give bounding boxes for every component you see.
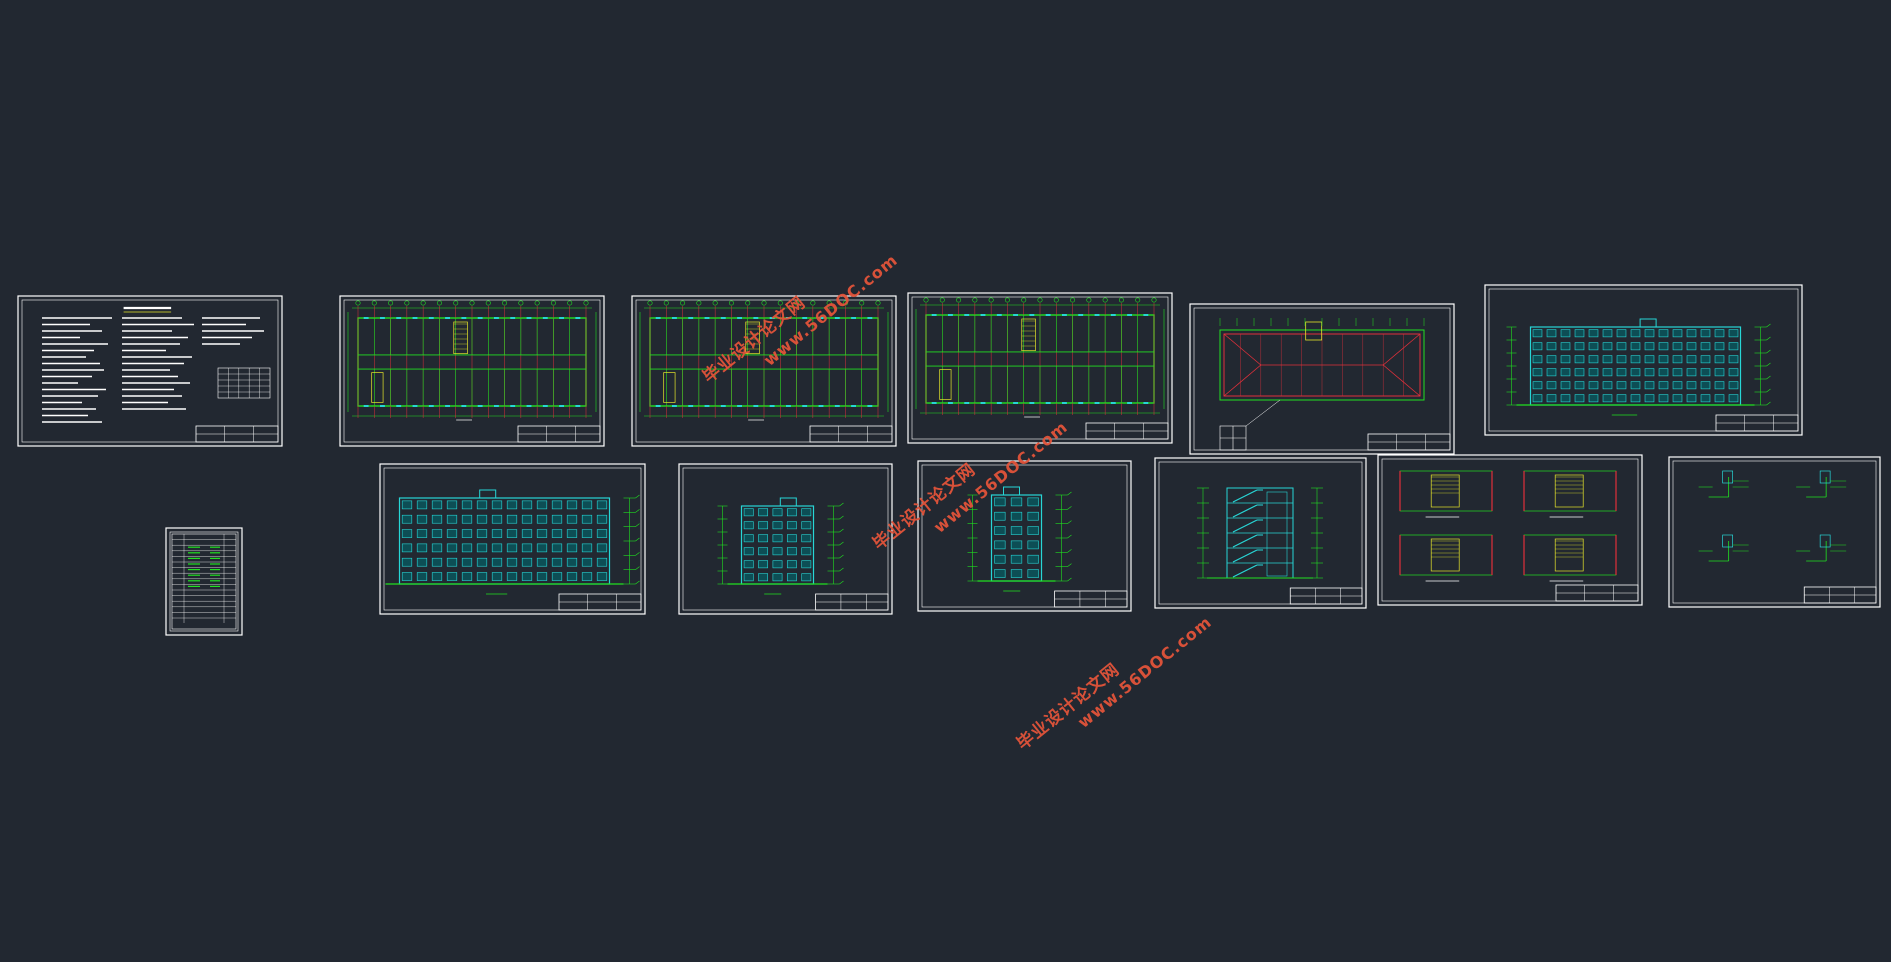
section-sheet[interactable] — [1154, 457, 1367, 609]
side-elevation-sheet[interactable] — [678, 463, 893, 615]
top-floor-plan-sheet[interactable] — [907, 292, 1173, 444]
standard-floor-plan-sheet[interactable] — [631, 295, 897, 447]
design-notes-sheet[interactable] — [17, 295, 283, 447]
node-detail-sheet[interactable] — [1668, 456, 1881, 608]
first-floor-plan-sheet[interactable] — [339, 295, 605, 447]
front-elevation-sheet[interactable] — [1484, 284, 1803, 436]
roof-plan-sheet[interactable] — [1189, 303, 1455, 455]
drawing-index-sheet[interactable] — [165, 527, 243, 636]
rear-elevation-sheet[interactable] — [379, 463, 646, 615]
stair-detail-sheet[interactable] — [1377, 454, 1643, 606]
side-elevation-2-sheet[interactable] — [917, 460, 1132, 612]
